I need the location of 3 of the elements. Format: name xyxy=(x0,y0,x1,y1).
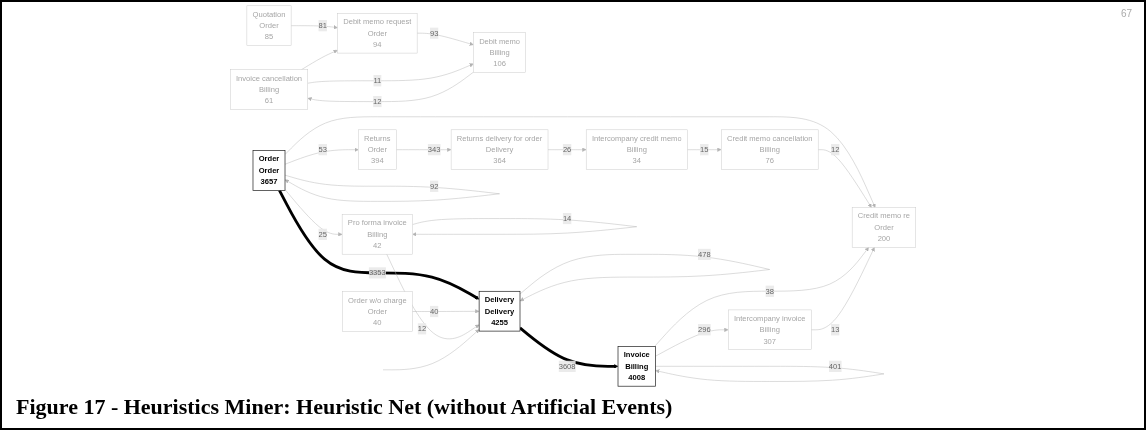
figure-caption: Figure 17 - Heuristics Miner: Heuristic Net (without Artificial Events) xyxy=(15,393,674,421)
arrow xyxy=(519,326,619,369)
edge-count-label: 67 xyxy=(1120,8,1132,19)
